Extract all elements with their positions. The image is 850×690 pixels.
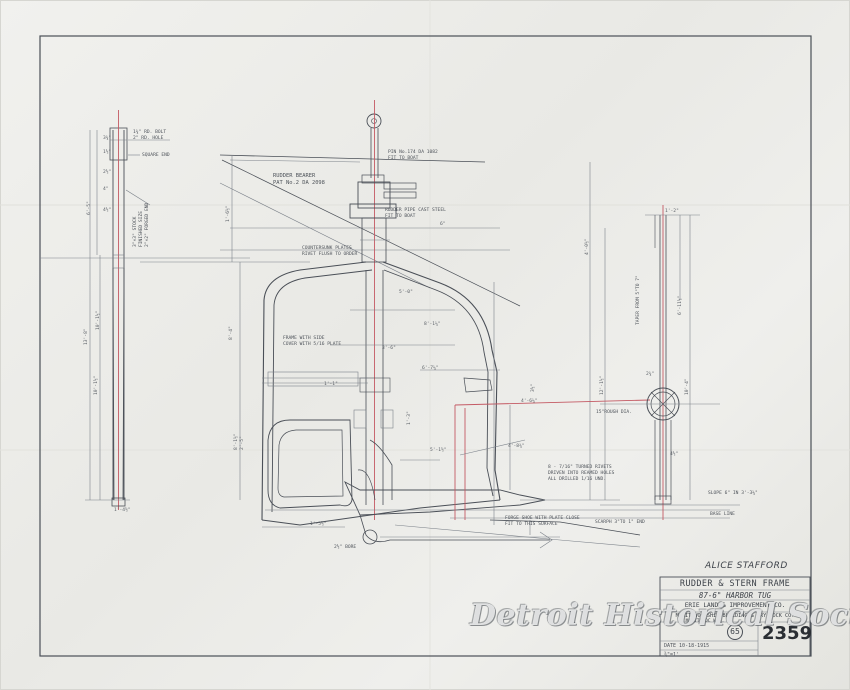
dimension-label: 13'-8" bbox=[84, 328, 89, 345]
stern-frame-elevation bbox=[40, 100, 740, 549]
rudder-stock-elevation bbox=[85, 110, 170, 510]
taper-note: TAPER FROM 5"TO 7" bbox=[636, 275, 641, 325]
drawing-title: RUDDER & STERN FRAME bbox=[679, 579, 791, 589]
dimension-label: 4'-8¾" bbox=[508, 444, 525, 449]
sheet-circle-number: 65 bbox=[727, 624, 743, 640]
dimension-label: 1'-2" bbox=[665, 209, 679, 214]
rivet-note: 8 - 7/16" TURNED RIVETS bbox=[548, 465, 612, 470]
dimension-label: 6'-5" bbox=[87, 201, 92, 215]
builder-location: MANITOWOC WIS. bbox=[685, 619, 725, 624]
rudder-section bbox=[600, 205, 720, 520]
rudder-bearer-note: RUDDER BEARER bbox=[273, 173, 316, 179]
drawing-number: 2359 bbox=[762, 623, 813, 644]
dimension-label: 6'-11½" bbox=[678, 295, 683, 315]
dimension-label: 10'-1½" bbox=[96, 310, 101, 330]
dimension-label: 5'-1½" bbox=[430, 448, 447, 453]
dimension-label: 3'-6" bbox=[382, 346, 396, 351]
vessel-subtitle: 87-6" HARBOR TUG bbox=[698, 591, 772, 600]
dimension-label: 2½" bbox=[103, 170, 112, 175]
rudder-bearer-note: PAT No.2 DA 2098 bbox=[273, 180, 325, 186]
dimension-label: 8'-1½" bbox=[234, 433, 239, 450]
dimension-label: 2¾" bbox=[646, 372, 655, 377]
drawing-date: DATE 10-18-1915 bbox=[664, 643, 710, 649]
pin-note: PIN No.174 DA 1082 bbox=[388, 150, 438, 155]
dimension-label: 12'-1½" bbox=[600, 375, 605, 395]
dimension-label: 3¾" bbox=[103, 136, 112, 141]
dimension-label: 8'-1¼" bbox=[424, 322, 441, 327]
bore-note: 2½" BORE bbox=[334, 545, 357, 550]
builder-name: MANITOWOC SHIP BUILDING & DRY DOCK CO. bbox=[675, 613, 795, 619]
dimension-label: 8'-4" bbox=[229, 326, 234, 340]
dimension-label: 4'-6¼" bbox=[521, 399, 538, 404]
dimension-label: 1'-6½" bbox=[226, 205, 231, 222]
dimension-label: 1'-3" bbox=[407, 411, 412, 425]
dimension-label: 10'-4" bbox=[685, 378, 690, 395]
dimension-label: 6" bbox=[440, 222, 446, 227]
dimension-label: 3½" bbox=[531, 383, 536, 392]
title-block: RUDDER & STERN FRAME 87-6" HARBOR TUG ER… bbox=[660, 577, 810, 657]
bolt-note: 1¾" RD. BOLT bbox=[133, 130, 167, 135]
drawing-scale: ¾"=1' bbox=[664, 652, 680, 658]
dimension-label: 4½" bbox=[670, 452, 679, 457]
dimension-label: 1'-4½" bbox=[114, 508, 131, 513]
slope-note: SLOPE 6" IN 3'-3¼" bbox=[708, 491, 758, 496]
base-line-label: BASE LINE bbox=[710, 512, 735, 517]
dimension-label: 2'-5" bbox=[240, 436, 245, 450]
rivet-note: ALL DRILLED 1/16 UND. bbox=[548, 477, 607, 482]
dimension-label: 4" bbox=[103, 187, 109, 192]
pin-note: FIT TO BOAT bbox=[388, 156, 419, 161]
scarph-note: SCARPH 3"TO 1" END bbox=[595, 520, 645, 525]
square-end-note: SQUARE END bbox=[142, 153, 170, 158]
forge-note: FIT TO THIS SURFACE bbox=[505, 522, 558, 527]
rudder-pipe-note: FIT TO BOAT bbox=[385, 214, 416, 219]
dimension-label: 6'-7¼" bbox=[422, 366, 439, 371]
title-block-frame bbox=[659, 576, 811, 657]
drawing-border bbox=[39, 35, 812, 657]
hole-note: 2" RD. HOLE bbox=[133, 136, 164, 141]
stock-note: FINISHED SIZE bbox=[139, 211, 144, 247]
dimension-label: 4½" bbox=[103, 208, 112, 213]
stock-note: 2"×2" FORGED END bbox=[145, 202, 150, 247]
rivet-note: DRIVEN INTO REAMED HOLES bbox=[548, 471, 615, 476]
counter-plate-note: COUNTERSUNK PLATES bbox=[302, 246, 352, 251]
dimension-label: 4'-0½" bbox=[585, 238, 590, 255]
dimension-label: 5'-0" bbox=[399, 290, 413, 295]
dimension-label: 1½" bbox=[103, 150, 112, 155]
frame-note: FRAME WITH SIDE bbox=[283, 336, 325, 341]
drafter-signature: ALICE STAFFORD bbox=[705, 561, 788, 571]
rudder-pipe-note: RUDDER PIPE CAST STEEL bbox=[385, 208, 446, 213]
rough-dia-note: 15"ROUGH DIA. bbox=[596, 410, 632, 415]
frame-note: COVER WITH 5/16 PLATE bbox=[283, 342, 342, 347]
dimension-label: 1'-5½" bbox=[310, 522, 327, 527]
forge-note: FORGE SHOE WITH PLATE CLOSE bbox=[505, 516, 580, 521]
watermark-text: Detroit Historical Society bbox=[470, 598, 850, 633]
client-name: ERIE LAND & IMPROVEMENT CO. bbox=[684, 602, 786, 609]
dimension-label: 10'-1½" bbox=[94, 375, 99, 395]
counter-plate-note: RIVET FLUSH TO ORDER bbox=[302, 252, 358, 257]
stock-note: 3"×3" STOCK bbox=[133, 216, 138, 247]
dimension-label: 1'-1" bbox=[324, 382, 338, 387]
